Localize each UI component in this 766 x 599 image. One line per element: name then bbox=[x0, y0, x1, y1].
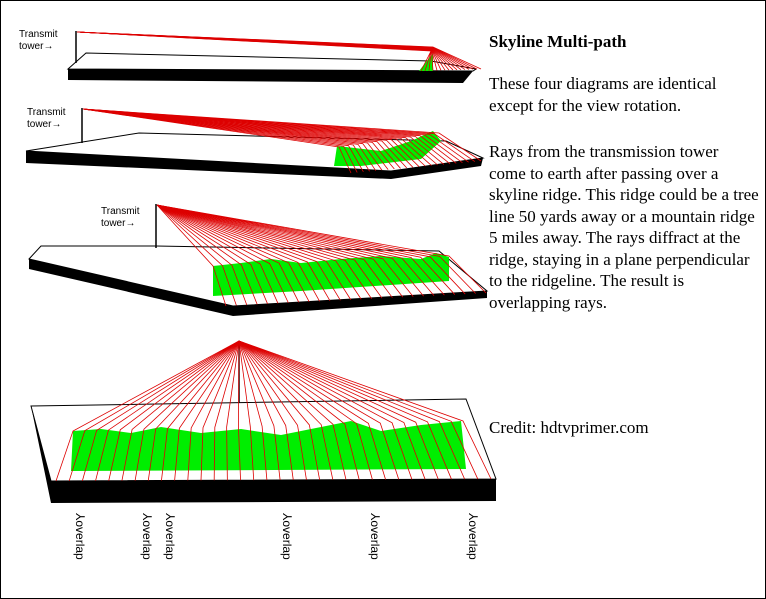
ray bbox=[156, 204, 424, 297]
ray bbox=[238, 340, 452, 480]
overlap-label: ⅄overlap bbox=[368, 513, 382, 560]
ray bbox=[156, 204, 300, 303]
ray bbox=[156, 204, 445, 296]
ground-slab bbox=[29, 259, 487, 316]
ray bbox=[82, 108, 358, 173]
ray bbox=[156, 204, 341, 301]
ray bbox=[174, 340, 240, 481]
ray bbox=[156, 204, 289, 304]
ray bbox=[156, 204, 362, 300]
ray bbox=[121, 340, 240, 481]
ray bbox=[238, 340, 360, 480]
ray bbox=[238, 340, 492, 480]
overlap-label: ⅄overlap bbox=[280, 513, 294, 560]
ray bbox=[156, 204, 487, 294]
ray bbox=[238, 340, 281, 481]
ray bbox=[76, 31, 482, 70]
panel-1 bbox=[66, 31, 478, 83]
ray bbox=[156, 204, 435, 296]
ray bbox=[82, 108, 370, 172]
overlap-label: ⅄overlap bbox=[163, 513, 177, 560]
ray bbox=[238, 340, 439, 480]
ray bbox=[238, 340, 241, 481]
panel-3 bbox=[28, 204, 489, 316]
ground-plane bbox=[66, 52, 478, 72]
ground-slab bbox=[31, 406, 496, 503]
overlap-label: ⅄overlap bbox=[466, 513, 480, 560]
ray bbox=[238, 340, 413, 480]
ray bbox=[238, 340, 479, 480]
side-explanation: Rays from the transmission tower come to… bbox=[489, 142, 759, 312]
side-title: Skyline Multi-path bbox=[489, 32, 627, 51]
ray bbox=[238, 340, 268, 481]
ray bbox=[200, 340, 240, 481]
ray bbox=[82, 108, 383, 171]
side-intro: These four diagrams are identical except… bbox=[489, 74, 717, 115]
ray bbox=[156, 204, 414, 297]
ray bbox=[156, 204, 331, 302]
ray bbox=[156, 204, 320, 302]
ray bbox=[95, 340, 240, 481]
overlap-label: ⅄overlap bbox=[140, 513, 154, 560]
ray bbox=[134, 340, 240, 481]
ray bbox=[68, 340, 240, 482]
ray bbox=[238, 340, 347, 480]
ray bbox=[147, 340, 240, 481]
ray bbox=[82, 108, 352, 174]
side-credit: Credit: hdtvprimer.com bbox=[489, 418, 649, 437]
ray bbox=[238, 340, 426, 480]
ray bbox=[156, 204, 237, 306]
ray bbox=[156, 204, 476, 294]
ridge bbox=[71, 421, 466, 471]
ray bbox=[238, 340, 307, 480]
ray bbox=[82, 108, 389, 170]
ray bbox=[55, 340, 240, 482]
panel-2 bbox=[25, 108, 485, 179]
ray bbox=[108, 340, 240, 481]
ray bbox=[156, 204, 310, 303]
ray bbox=[82, 108, 482, 162]
ray bbox=[238, 340, 466, 480]
overlap-label: ⅄overlap bbox=[73, 513, 87, 560]
ray bbox=[156, 204, 372, 299]
ray bbox=[213, 340, 240, 481]
ray bbox=[156, 204, 456, 295]
ray bbox=[238, 340, 294, 480]
ray bbox=[238, 340, 386, 480]
ray bbox=[156, 204, 227, 307]
ray bbox=[238, 340, 373, 480]
ray bbox=[156, 204, 466, 295]
ray bbox=[156, 204, 268, 305]
ray bbox=[156, 204, 383, 299]
ray bbox=[161, 340, 240, 481]
ray bbox=[226, 340, 240, 481]
ray bbox=[187, 340, 240, 481]
ground-slab bbox=[26, 151, 483, 179]
ray bbox=[81, 340, 240, 481]
ray bbox=[82, 108, 364, 173]
ray bbox=[82, 108, 377, 171]
ray bbox=[156, 204, 248, 306]
ray bbox=[156, 204, 404, 298]
ray bbox=[238, 340, 321, 480]
ray bbox=[238, 340, 255, 481]
panel-4 bbox=[30, 341, 497, 503]
ray bbox=[156, 204, 279, 304]
ray bbox=[156, 204, 352, 300]
ray bbox=[156, 204, 393, 298]
ray bbox=[238, 340, 334, 480]
ridge bbox=[213, 253, 449, 296]
ground-slab bbox=[68, 69, 473, 83]
ray bbox=[156, 204, 258, 305]
ray bbox=[238, 340, 400, 480]
